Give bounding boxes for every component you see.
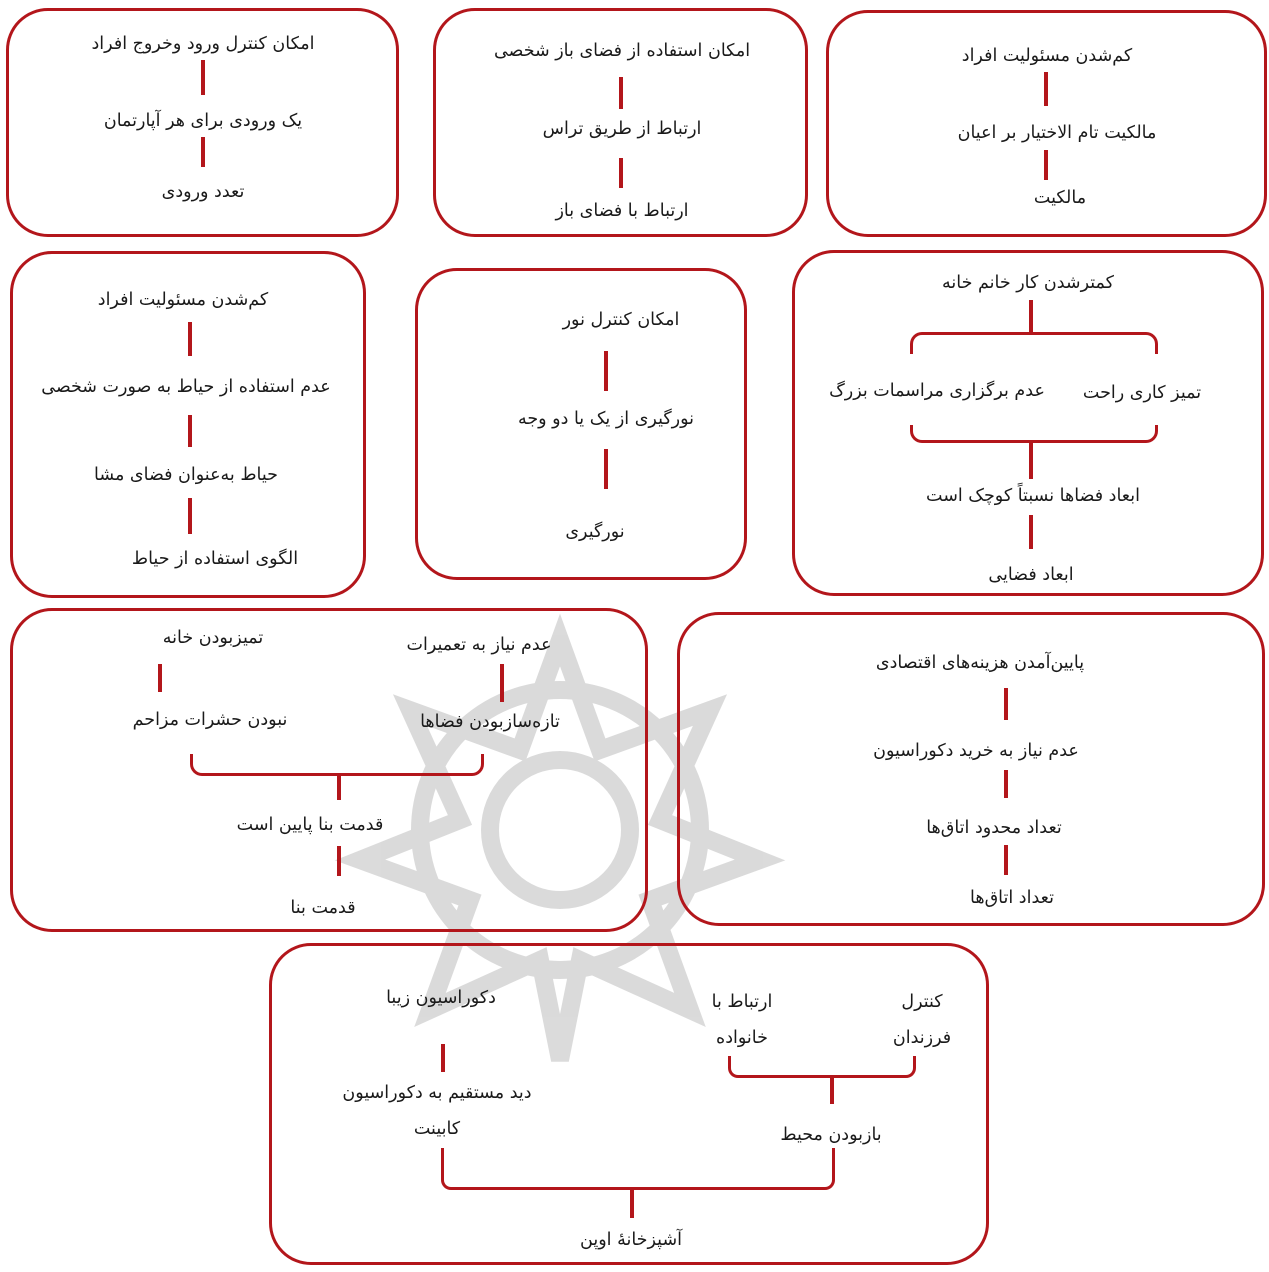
open-kitchen-bottom: آشپزخانهٔ اوپن: [580, 1230, 682, 1250]
yard-node-4: الگوی استفاده از حیاط: [131, 549, 299, 569]
connector: [500, 664, 504, 702]
open-kitchen-left-bottom: دید مستقیم به دکوراسیون کابینت: [342, 1083, 532, 1139]
connector: [1004, 688, 1008, 720]
space-dimensions-branch-right: تمیز کاری راحت: [1082, 383, 1202, 403]
entry-control-node-3: تعدد ورودی: [161, 182, 245, 202]
branch-bracket: [910, 332, 1158, 354]
entry-control-box: [6, 8, 399, 237]
connector: [441, 1044, 445, 1072]
lighting-node-2: نورگیری از یک یا دو وجه: [517, 409, 695, 429]
connector: [1029, 515, 1033, 549]
building-age-right-bottom: تازه‌سازبودن فضاها: [420, 712, 560, 732]
connector: [201, 60, 205, 95]
branch-bracket: [910, 425, 1158, 443]
space-dimensions-top: کمترشدن کار خانم خانه: [942, 273, 1114, 293]
building-age-bottom: قدمت بنا: [290, 898, 356, 918]
branch-bracket: [728, 1056, 916, 1078]
connector: [188, 415, 192, 447]
branch-bracket: [190, 754, 484, 776]
space-dimensions-box: [792, 250, 1264, 596]
ownership-node-3: مالکیت: [1033, 188, 1087, 208]
open-space-box: [433, 8, 808, 237]
building-age-left-top: تمیزبودن خانه: [162, 628, 264, 648]
lighting-node-1: امکان کنترل نور: [562, 310, 680, 330]
connector: [1029, 300, 1033, 334]
building-age-middle: قدمت بنا پایین است: [236, 815, 384, 835]
open-kitchen-box: [269, 943, 989, 1265]
open-kitchen-right-bottom: بازبودن محیط: [780, 1125, 882, 1145]
room-count-node-4: تعداد اتاق‌ها: [970, 888, 1054, 908]
room-count-node-1: پایین‌آمدن هزینه‌های اقتصادی: [875, 653, 1085, 673]
connector: [604, 449, 608, 489]
connector: [1004, 845, 1008, 875]
connector: [630, 1188, 634, 1218]
connector: [1044, 72, 1048, 106]
connector: [619, 158, 623, 188]
lighting-node-3: نورگیری: [565, 522, 625, 542]
connector: [337, 846, 341, 876]
ownership-node-1: کم‌شدن مسئولیت افراد: [961, 46, 1133, 66]
connector: [1004, 770, 1008, 798]
open-space-node-2: ارتباط از طریق تراس: [542, 119, 702, 139]
yard-node-2: عدم استفاده از حیاط به صورت شخصی: [41, 377, 331, 397]
branch-bracket: [441, 1148, 835, 1190]
room-count-box: [677, 612, 1265, 926]
open-kitchen-right-a: کنترل فرزندان: [892, 992, 952, 1048]
space-dimensions-bottom: ابعاد فضایی: [988, 565, 1074, 585]
entry-control-node-2: یک ورودی برای هر آپارتمان: [103, 111, 303, 131]
connector: [830, 1078, 834, 1104]
connector: [188, 322, 192, 356]
connector: [201, 137, 205, 167]
connector: [337, 776, 341, 800]
entry-control-node-1: امکان کنترل ورود وخروج افراد: [91, 34, 315, 54]
connector: [188, 498, 192, 534]
building-age-box: [10, 608, 648, 932]
yard-node-3: حیاط به‌عنوان فضای مشا: [94, 465, 278, 485]
yard-box: [10, 251, 366, 598]
building-age-right-top: عدم نیاز به تعمیرات: [406, 635, 552, 655]
open-kitchen-left-top: دکوراسیون زیبا: [386, 988, 496, 1008]
room-count-node-2: عدم نیاز به خرید دکوراسیون: [873, 741, 1079, 761]
connector: [158, 664, 162, 692]
connector: [604, 351, 608, 391]
open-space-node-3: ارتباط با فضای باز: [555, 201, 689, 221]
ownership-box: [826, 10, 1267, 237]
ownership-node-2: مالکیت تام الاختیار بر اعیان: [957, 123, 1157, 143]
connector: [1029, 443, 1033, 479]
lighting-box: [415, 268, 747, 580]
open-space-node-1: امکان استفاده از فضای باز شخصی: [493, 41, 751, 61]
connector: [619, 77, 623, 109]
space-dimensions-middle: ابعاد فضاها نسبتاً کوچک است: [926, 486, 1140, 506]
building-age-left-bottom: نبودن حشرات مزاحم: [132, 710, 288, 730]
connector: [1044, 150, 1048, 180]
open-kitchen-right-b: ارتباط با خانواده: [711, 992, 773, 1048]
room-count-node-3: تعداد محدود اتاق‌ها: [926, 818, 1062, 838]
space-dimensions-branch-left: عدم برگزاری مراسمات بزرگ: [829, 381, 1045, 401]
yard-node-1: کم‌شدن مسئولیت افراد: [97, 290, 269, 310]
